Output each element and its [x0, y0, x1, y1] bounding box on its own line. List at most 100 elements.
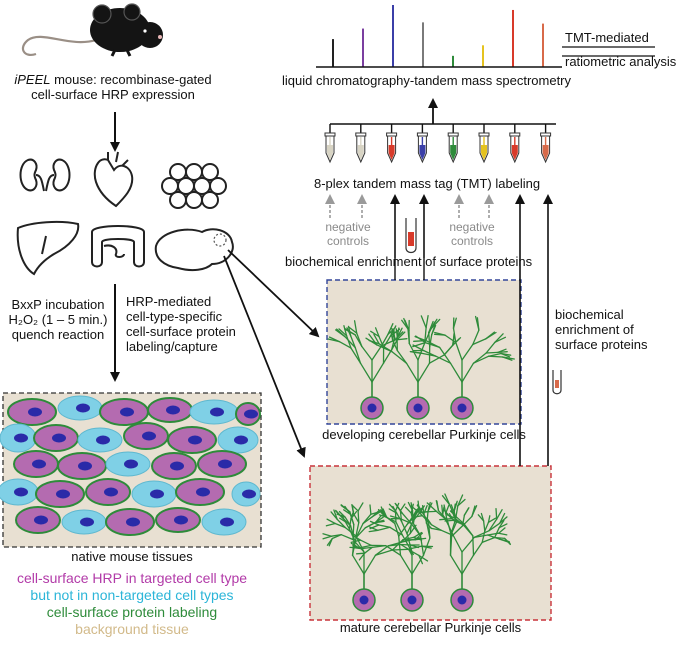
hrp-line4: labeling/capture [126, 338, 218, 354]
dendrite-branch [400, 520, 408, 535]
dendrite-branch [350, 335, 356, 349]
dendrite-branch [488, 352, 502, 357]
dendrite-branch [433, 333, 446, 336]
tissue-cell [201, 508, 247, 536]
dendrite-branch [411, 554, 425, 575]
dendrite-branch [449, 362, 463, 383]
dendrite-branch [472, 329, 480, 346]
dendrite-branch [336, 518, 346, 529]
dendrite-branch [328, 537, 333, 547]
tissue-cell [13, 450, 59, 478]
dendrite-branch [370, 510, 382, 515]
lcms-title: liquid chromatography-tandem mass spectr… [282, 73, 572, 88]
dendrite-branch [349, 513, 355, 526]
hrp-line2: cell-type-specific [126, 308, 223, 324]
tissue-cell [189, 399, 239, 425]
dendrite-branch [500, 352, 511, 358]
dendrite-branch [334, 329, 346, 338]
dendrite-branch [338, 328, 348, 337]
dendrite-branch [451, 518, 465, 525]
dendrite-branch [455, 341, 463, 361]
dendrite-branch [407, 328, 410, 345]
dendrite-branch [410, 522, 422, 537]
dendrite-branch [485, 341, 496, 354]
dendrite-branch [428, 320, 434, 334]
kidney-icon [19, 158, 71, 192]
dendrite-branch [415, 335, 426, 344]
dendrite-branch [420, 315, 427, 329]
heart-icon [93, 151, 134, 208]
dendrite-branch [401, 512, 412, 525]
dendrite-branch [420, 352, 437, 357]
dendrite-branch [498, 519, 505, 529]
dendrite-branch [330, 511, 338, 520]
dendrite-branch [472, 355, 490, 364]
legend-labeling: cell-surface protein labeling [46, 604, 218, 620]
dendrite-branch [463, 523, 474, 537]
dendrite-branch [399, 503, 406, 512]
tissue-cell [15, 506, 61, 534]
dendrite-branch [344, 521, 351, 530]
tissue-cell [235, 402, 261, 426]
dendrite-branch [501, 356, 515, 360]
dendrite-branch [424, 510, 438, 513]
dendrite-branch [361, 345, 373, 361]
organ-icons [16, 151, 234, 276]
tissue-cell-nucleus [150, 489, 164, 499]
dendrite-branch [438, 346, 452, 364]
dendrite-branch [384, 516, 397, 523]
dendrite-branch [484, 521, 490, 532]
dendrite-branch [363, 554, 377, 575]
dendrite-branch [345, 335, 352, 349]
arrow-brain-to-mature [223, 255, 306, 458]
dendrite-branch [334, 522, 346, 529]
mature-dendrites [322, 493, 511, 612]
dendrite-branch [481, 536, 496, 544]
dendrite-branch [369, 520, 380, 526]
dendrite-branch [480, 512, 485, 522]
dendrite-branch [395, 521, 403, 536]
dendrite-branch [410, 350, 423, 354]
dendrite-branch [363, 546, 373, 554]
enrichment-tube-right [552, 370, 562, 395]
legend-nontargeted: but not in non-targeted cell types [30, 587, 234, 603]
tmt-tube [416, 124, 428, 164]
tmt-labeling-label: 8-plex tandem mass tag (TMT) labeling [314, 176, 541, 191]
dendrite-branch [406, 532, 413, 553]
tissue-cell-nucleus [32, 459, 46, 469]
dendrite-branch [452, 534, 463, 553]
dendrite-branch [399, 518, 412, 525]
mouse-caption: iPEEL mouse: recombinase-gated cell-surf… [4, 72, 222, 103]
dendrite-branch [350, 347, 362, 364]
dendrite-branch [341, 514, 346, 523]
mouse-caption-rest: mouse: recombinase-gated [50, 72, 212, 87]
dendrite-branch [389, 526, 403, 536]
dendrite-branch [391, 539, 404, 551]
dendrite-branch [444, 334, 457, 344]
dendrite-branch [494, 536, 506, 540]
dendrite-branch [369, 504, 372, 515]
hrp-description: HRP-mediated cell-type-specific cell-sur… [126, 294, 236, 355]
arrow-brain-to-developing [227, 249, 320, 338]
dendrite-branch [457, 498, 466, 507]
tissue-cell-nucleus [126, 517, 140, 527]
dendrite-branch [424, 341, 441, 349]
dendrite-branch [461, 554, 475, 575]
dendrite-branch [350, 542, 360, 549]
dendrite-branch [358, 552, 366, 561]
dendrite-branch [482, 520, 486, 532]
tube-sample [388, 145, 395, 160]
tissue-cell-nucleus [80, 517, 94, 527]
dendrite-branch [495, 508, 498, 520]
purkinje-nucleus [407, 595, 417, 605]
dendrite-branch [343, 325, 348, 337]
dendrite-branch [439, 518, 453, 521]
dendrite-branch [431, 324, 437, 336]
dendrite-branch [425, 314, 429, 329]
dendrite-branch [374, 520, 385, 524]
tube-sample [327, 145, 333, 160]
tissue-cell [85, 478, 131, 506]
dendrite-branch [447, 523, 454, 537]
